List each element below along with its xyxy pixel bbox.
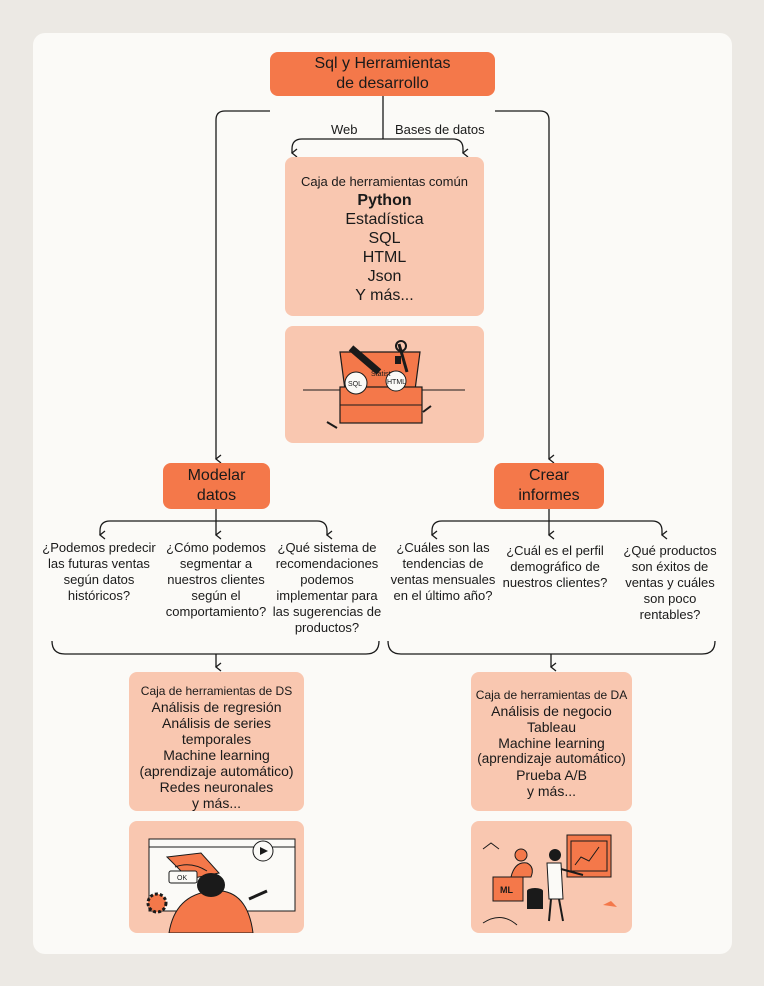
question-line: productos?: [294, 620, 360, 635]
question-line: ventas y cuáles: [625, 575, 715, 590]
question-line: ¿Cuáles son las: [396, 540, 490, 555]
reports-header-line-2: informes: [518, 487, 580, 504]
common-tool-json: Json: [367, 268, 402, 285]
data-analyst-illustration: ML: [482, 834, 617, 926]
modeling-question-2: ¿Cómo podemos segmentar a nuestros clien…: [153, 540, 279, 620]
ds-illustration: OK: [129, 821, 304, 933]
modeling-header-line-1: Modelar: [187, 467, 246, 484]
ml-box-label: ML: [500, 885, 513, 895]
da-tool-item: Prueba A/B: [516, 767, 587, 783]
question-line: según el: [191, 588, 241, 603]
ds-tool-item: temporales: [181, 731, 252, 747]
question-line: ¿Podemos predecir: [42, 540, 156, 555]
question-line: nuestros clientes: [167, 572, 265, 587]
ds-toolbox: Caja de herramientas de DS Análisis de r…: [129, 672, 304, 811]
common-toolbox: Caja de herramientas común Python Estadí…: [285, 157, 484, 316]
question-line: ¿Qué sistema de: [277, 540, 377, 555]
question-line: demográfico de: [510, 559, 600, 574]
title-line-2: de desarrollo: [336, 75, 429, 92]
ds-toolbox-caption: Caja de herramientas de DS: [140, 684, 293, 698]
reports-question-3: ¿Qué productos son éxitos de ventas y cu…: [613, 543, 727, 623]
question-line: las futuras ventas: [48, 556, 150, 571]
modeling-header-line-2: datos: [196, 487, 237, 504]
question-line: según datos: [63, 572, 135, 587]
question-line: en el último año?: [393, 588, 493, 603]
question-line: podemos: [300, 572, 354, 587]
question-line: las sugerencias de: [272, 604, 382, 619]
question-line: ¿Qué productos: [623, 543, 717, 558]
ds-tool-item: Análisis de series: [162, 715, 271, 731]
branch-label-web: Web: [331, 122, 358, 137]
common-tool-html: HTML: [362, 249, 407, 266]
da-tool-item: y más...: [526, 783, 576, 799]
question-line: tendencias de: [402, 556, 484, 571]
reports-question-1: ¿Cuáles son las tendencias de ventas men…: [381, 540, 505, 604]
modeling-header: Modelar datos: [163, 463, 270, 509]
da-toolbox-caption: Caja de herramientas de DA: [475, 688, 628, 702]
da-tool-item: Análisis de negocio: [491, 703, 612, 719]
question-line: históricos?: [67, 588, 131, 603]
da-tool-item: Tableau: [526, 719, 577, 735]
ds-tool-item: y más...: [191, 795, 241, 811]
question-line: ventas mensuales: [390, 572, 496, 587]
common-tool-statistics: Estadística: [345, 211, 424, 228]
ds-tool-item: Análisis de regresión: [151, 699, 282, 715]
toolbox-label-sql: SQL: [348, 381, 362, 388]
question-line: ¿Cuál es el perfil: [506, 543, 604, 558]
reports-header: Crear informes: [494, 463, 604, 509]
reports-question-2: ¿Cuál es el perfil demográfico de nuestr…: [493, 543, 617, 591]
ok-button-label: OK: [177, 875, 187, 882]
toolbox-icon: SQL Statist HTML: [303, 340, 465, 429]
data-scientist-illustration: OK: [146, 838, 296, 933]
common-tool-more: Y más...: [355, 287, 414, 304]
question-line: rentables?: [639, 607, 701, 622]
toolbox-label-html: HTML: [387, 379, 406, 386]
da-illustration: ML: [471, 821, 632, 933]
reports-header-line-1: Crear: [528, 467, 569, 484]
question-line: nuestros clientes?: [502, 575, 608, 590]
da-tool-item: Machine learning: [498, 735, 605, 751]
question-line: segmentar a: [179, 556, 253, 571]
toolbox-illustration: SQL Statist HTML: [285, 326, 484, 443]
branch-label-databases: Bases de datos: [395, 122, 485, 137]
question-line: son éxitos de: [631, 559, 709, 574]
question-line: son poco: [643, 591, 697, 606]
ds-tool-item: Machine learning: [163, 747, 270, 763]
question-line: ¿Cómo podemos: [166, 540, 266, 555]
question-line: recomendaciones: [275, 556, 379, 571]
modeling-question-1: ¿Podemos predecir las futuras ventas seg…: [37, 540, 161, 604]
common-tool-sql: SQL: [368, 230, 401, 247]
da-toolbox: Caja de herramientas de DA Análisis de n…: [471, 672, 632, 811]
question-line: comportamiento?: [165, 604, 267, 619]
ds-tool-item: (aprendizaje automático): [139, 763, 294, 779]
common-toolbox-caption: Caja de herramientas común: [301, 174, 468, 189]
title-header: Sql y Herramientas de desarrollo: [270, 52, 495, 96]
title-line-1: Sql y Herramientas: [314, 55, 451, 72]
ds-tool-item: Redes neuronales: [159, 779, 274, 795]
modeling-question-3: ¿Qué sistema de recomendaciones podemos …: [263, 540, 391, 636]
common-tool-python: Python: [357, 192, 412, 209]
question-line: implementar para: [276, 588, 378, 603]
toolbox-label-statist: Statist: [371, 371, 391, 378]
da-tool-item: (aprendizaje automático): [477, 751, 626, 766]
